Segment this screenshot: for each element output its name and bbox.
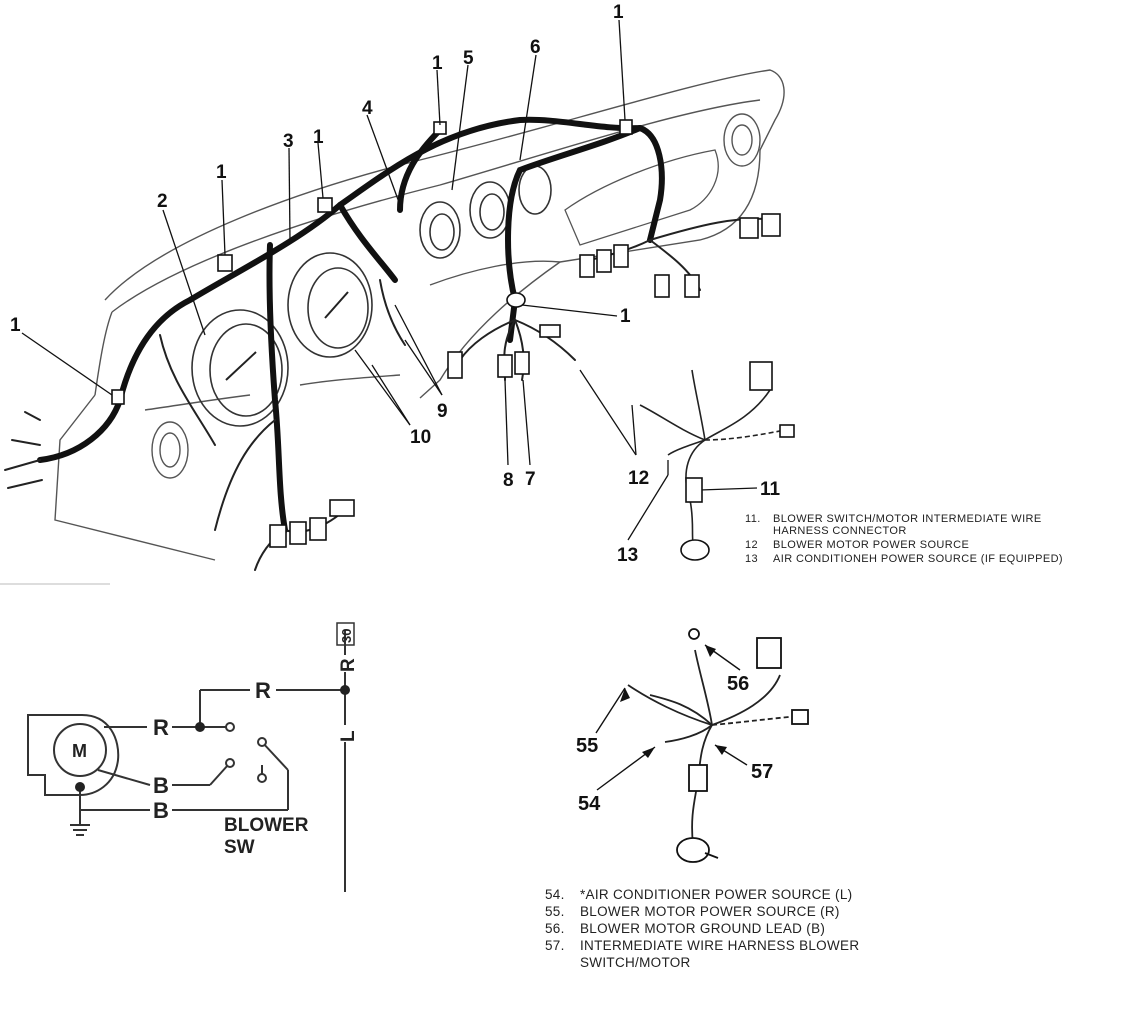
connector-group-center bbox=[447, 324, 561, 379]
callout-1: 1 bbox=[432, 53, 443, 74]
wire-r-motor-label: R bbox=[153, 715, 169, 740]
glovebox-panel bbox=[564, 149, 719, 246]
main-wire-harness bbox=[37, 116, 665, 533]
legend-row: 11. BLOWER SWITCH/MOTOR INTERMEDIATE WIR… bbox=[745, 513, 1042, 537]
callout-7: 7 bbox=[525, 469, 536, 490]
callout-5: 5 bbox=[463, 48, 474, 69]
bottom-callout-leaders bbox=[595, 644, 748, 791]
bottom-callout-arrows bbox=[620, 645, 727, 758]
dashboard-outline bbox=[54, 69, 785, 561]
callout-57: 57 bbox=[751, 761, 773, 783]
callout-55: 55 bbox=[576, 735, 598, 757]
callout-12: 12 bbox=[628, 468, 649, 489]
legend-row: 56. BLOWER MOTOR GROUND LEAD (B) bbox=[545, 921, 826, 936]
terminal-box-label: 30 bbox=[339, 629, 354, 643]
callout-56: 56 bbox=[727, 673, 749, 695]
legend-top: 11. BLOWER SWITCH/MOTOR INTERMEDIATE WIR… bbox=[745, 513, 1075, 567]
schematic-labels: M R B B R 30 R L bbox=[72, 629, 359, 823]
connector-group-right bbox=[579, 213, 781, 298]
callout-1: 1 bbox=[313, 127, 324, 148]
callout-1: 1 bbox=[613, 2, 624, 23]
bottom-callout-labels: 55 54 56 57 bbox=[576, 673, 773, 815]
callout-9: 9 bbox=[437, 401, 448, 422]
callout-3: 3 bbox=[283, 131, 294, 152]
schematic-nodes bbox=[75, 685, 350, 792]
wire-r-top-label: R bbox=[255, 678, 271, 703]
harness-clips bbox=[111, 119, 633, 405]
motor-label: M bbox=[72, 741, 87, 761]
callout-11: 11 bbox=[760, 479, 781, 500]
blower-sub-harness-top bbox=[639, 369, 786, 551]
legend-bottom: 54. *AIR CONDITIONER POWER SOURCE (L) 55… bbox=[545, 886, 925, 971]
tachometer-gauge bbox=[287, 252, 373, 358]
small-gauge-2 bbox=[469, 181, 511, 239]
schematic-contacts bbox=[225, 722, 267, 783]
vertical-l-label: L bbox=[338, 730, 359, 742]
dashboard-vent-left bbox=[151, 421, 189, 479]
callout-2: 2 bbox=[157, 191, 168, 212]
wire-b-ground-label: B bbox=[153, 798, 169, 823]
blower-sub-harness-bottom-parts bbox=[676, 628, 809, 863]
callout-8: 8 bbox=[503, 470, 514, 491]
top-callout-labels: 1 2 1 3 1 4 1 5 6 1 1 8 7 9 10 12 13 11 bbox=[10, 2, 781, 566]
vertical-r-label: R bbox=[338, 658, 359, 672]
callout-54: 54 bbox=[578, 793, 601, 815]
legend-row: 12 BLOWER MOTOR POWER SOURCE bbox=[745, 539, 970, 551]
legend-row: 55. BLOWER MOTOR POWER SOURCE (R) bbox=[545, 904, 840, 919]
connector-group-bottom bbox=[269, 499, 355, 548]
callout-13: 13 bbox=[617, 545, 638, 566]
callout-1: 1 bbox=[216, 162, 227, 183]
motor-circle bbox=[53, 723, 107, 777]
speedometer-gauge bbox=[191, 309, 289, 427]
legend-row: 13 AIR CONDITIONEH POWER SOURCE (IF EQUI… bbox=[745, 553, 1063, 565]
small-gauge-3 bbox=[518, 165, 552, 215]
wire-b-motor-label: B bbox=[153, 773, 169, 798]
callout-leaders bbox=[21, 19, 758, 541]
terminal-box bbox=[336, 622, 355, 646]
legend-row: 57. INTERMEDIATE WIRE HARNESS BLOWER SWI… bbox=[545, 938, 860, 970]
small-gauge-1 bbox=[419, 201, 461, 259]
legend-row: 54. *AIR CONDITIONER POWER SOURCE (L) bbox=[545, 887, 853, 902]
blower-sub-harness-parts bbox=[680, 361, 795, 561]
blower-switch-label: BLOWER SW bbox=[224, 815, 309, 858]
callout-4: 4 bbox=[362, 98, 373, 119]
dashboard-vent-right bbox=[723, 113, 761, 167]
callout-1: 1 bbox=[10, 315, 21, 336]
callout-10: 10 bbox=[410, 427, 431, 448]
callout-1: 1 bbox=[620, 306, 631, 327]
callout-6: 6 bbox=[530, 37, 541, 58]
